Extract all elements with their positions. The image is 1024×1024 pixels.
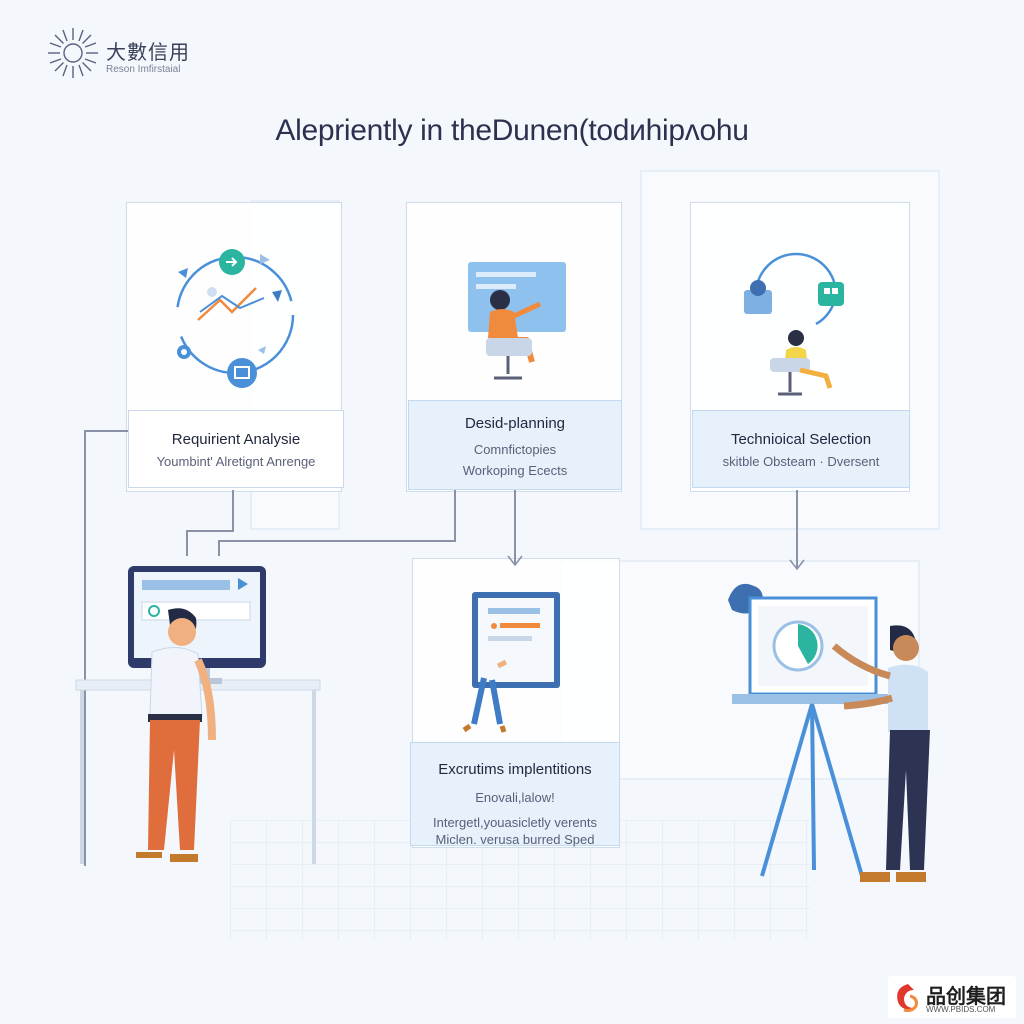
connector-line <box>796 490 798 568</box>
step-label-technical: Technioical Selection skitble Obsteam · … <box>692 410 910 488</box>
watermark-text-en: WWW.PBIDS.COM <box>926 1005 996 1014</box>
logo-text-cn: 大數信用 <box>106 42 190 64</box>
page-title: Alepriently in theDunen(todᴎhipᴧohu <box>275 114 749 147</box>
watermark-badge: 品创集团 WWW.PBIDS.COM <box>888 976 1016 1018</box>
connector-line <box>218 540 454 542</box>
monitor-illustration <box>128 566 266 684</box>
step-subtitle: Enovali,lalow! <box>475 790 555 805</box>
arrow-down-icon <box>789 559 805 571</box>
sun-logo-icon <box>48 28 98 78</box>
man-at-computer-illustration <box>136 608 216 862</box>
step-subtitle: skitble Obsteam · Dversent <box>722 454 880 469</box>
step-title: Desid-planning <box>464 415 566 432</box>
step-subtitle-2: Intergetl,youasicletly verents <box>432 815 598 830</box>
arrow-down-icon <box>507 555 523 567</box>
step-title: Excrutims implentitions <box>438 761 592 778</box>
connector-line <box>84 430 128 432</box>
connector-line <box>186 530 188 556</box>
step-title: Requirient Analysie <box>171 431 301 448</box>
step-label-design: Desid-planning Comnfictopies Workoping E… <box>408 400 622 490</box>
step-label-requirement: Requirient Analysie Youmbint' Alretignt … <box>128 410 344 488</box>
logo-text-en: Reson Imfirstaial <box>106 64 181 75</box>
connector-line <box>186 530 234 532</box>
man-presenting-illustration <box>831 625 930 882</box>
step-subtitle-3: Miclen. verusa burred Sped <box>435 832 595 847</box>
analysis-cycle-icon <box>175 249 295 388</box>
step-subtitle: Comnfictopies <box>473 442 557 457</box>
step-subtitle: Youmbint' Alretignt Anrenge <box>156 454 316 469</box>
connector-line <box>218 540 220 556</box>
design-planning-illustration <box>468 262 566 380</box>
watermark-text-cn: 品创集团 <box>926 986 1006 1008</box>
connector-line <box>232 490 234 532</box>
connector-line <box>454 490 456 542</box>
execution-illustration <box>462 592 560 733</box>
step-title: Technioical Selection <box>730 431 872 448</box>
connector-line <box>84 430 86 866</box>
step-subtitle-2: Workoping Ecects <box>462 463 568 478</box>
brand-swirl-icon <box>897 984 918 1012</box>
technical-selection-illustration <box>744 252 844 396</box>
step-label-execution: Excrutims implentitions Enovali,lalow! I… <box>410 742 620 847</box>
presentation-easel-illustration <box>728 583 888 877</box>
connector-line <box>514 490 516 564</box>
